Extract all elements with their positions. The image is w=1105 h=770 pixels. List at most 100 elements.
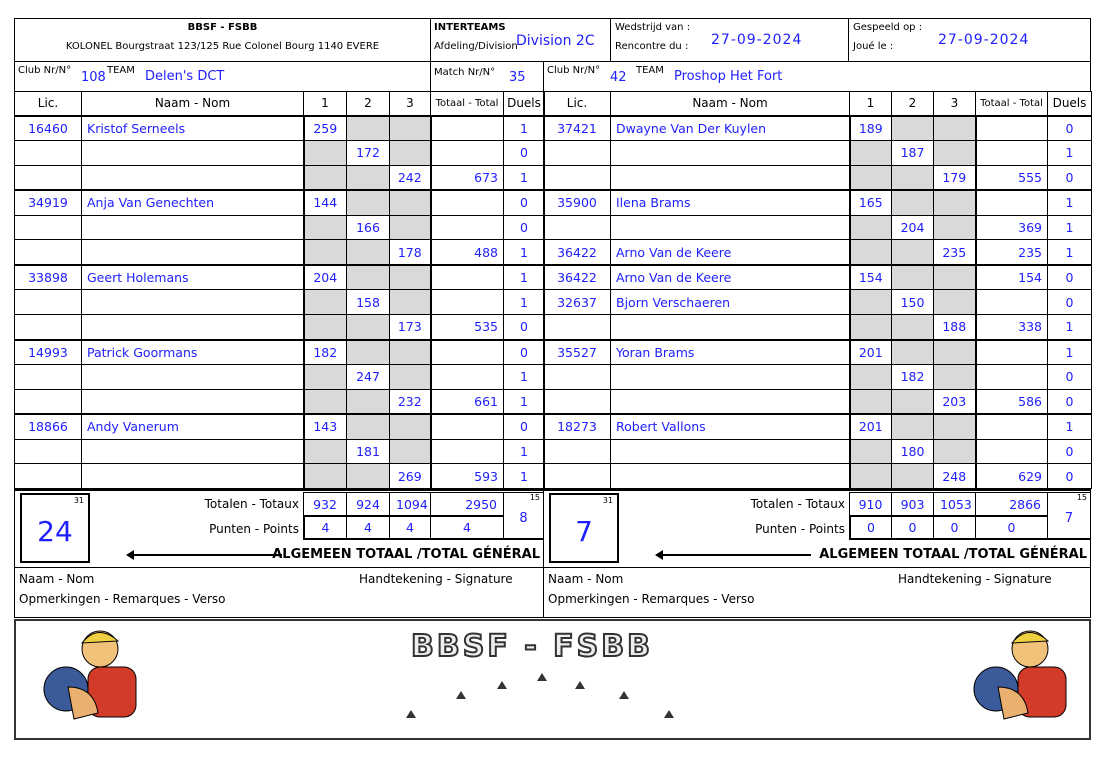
total-cell: 661: [430, 388, 504, 415]
banner-logo-text: BBSF - FSBB: [410, 628, 654, 665]
name-label: Naam - Nom: [19, 572, 95, 586]
game-1-cell: [302, 214, 347, 241]
player-name-cell: Dwayne Van Der Kuylen: [610, 114, 850, 141]
club-label: Club Nr/N°: [18, 65, 72, 76]
game-2-cell: [346, 314, 390, 341]
col-g2: 2: [346, 91, 390, 116]
license-cell: [14, 139, 82, 166]
duel-cell: 0: [1047, 463, 1092, 490]
total-cell: [430, 289, 504, 316]
duels-max: 15: [1076, 493, 1087, 502]
license-cell: [543, 463, 611, 490]
game-1-cell: [302, 463, 347, 490]
game-3-cell: 232: [389, 388, 432, 415]
player-name-cell: [610, 214, 850, 241]
game-2-cell: 158: [346, 289, 390, 316]
duel-cell: 1: [1047, 314, 1092, 341]
match-nr-cell: Match Nr/N° 35: [430, 61, 544, 92]
col-lic: Lic.: [14, 91, 82, 116]
pin-icon: [537, 673, 547, 681]
points-cell: 0: [975, 516, 1048, 540]
duels-total: 7: [1064, 511, 1074, 526]
duel-cell: 1: [503, 239, 545, 266]
col-total: Totaal - Total: [975, 91, 1048, 116]
game-1-cell: [302, 388, 347, 415]
player-name-cell: [81, 139, 304, 166]
arrow-left-icon: [655, 550, 811, 560]
col-g1: 1: [303, 91, 347, 116]
total-cell: [975, 338, 1048, 365]
game-1-cell: [302, 164, 347, 191]
match-date: 27-09-2024: [711, 32, 803, 48]
license-cell: [14, 463, 82, 490]
totals-label: Totalen - Totaux: [204, 497, 299, 511]
total-cell: [430, 189, 504, 216]
total-cell: 235: [975, 239, 1048, 266]
total-cell: [975, 413, 1048, 440]
player-name-cell: Bjorn Verschaeren: [610, 289, 850, 316]
org-address: KOLONEL Bourgstraat 123/125 Rue Colonel …: [65, 41, 380, 52]
game-1-cell: 154: [848, 263, 892, 291]
license-cell: 32637: [543, 289, 611, 316]
player-name-cell: [610, 463, 850, 490]
general-total-label: ALGEMEEN TOTAAL /TOTAL GÉNÉRAL: [819, 547, 1087, 562]
game-3-cell: 235: [933, 239, 977, 266]
game-3-cell: 242: [389, 164, 432, 191]
duel-cell: 1: [503, 289, 545, 316]
game-3-cell: [389, 139, 432, 166]
game-3-cell: [389, 438, 432, 465]
duel-cell: 1: [503, 363, 545, 390]
game-3-cell: [933, 438, 977, 465]
signature-label: Handtekening - Signature: [359, 572, 513, 586]
license-cell: 14993: [14, 338, 82, 365]
total-cell: [430, 214, 504, 241]
game-3-cell: [933, 263, 977, 291]
game-2-cell: [891, 164, 934, 191]
total-cell: 488: [430, 239, 504, 266]
game-1-cell: 204: [302, 263, 347, 291]
game-3-cell: [389, 338, 432, 365]
game-1-cell: [848, 438, 892, 465]
total-cell: 535: [430, 314, 504, 341]
total-cell: 593: [430, 463, 504, 490]
team-label: TEAM: [636, 65, 664, 76]
col-g3: 3: [389, 91, 431, 116]
game-3-cell: 188: [933, 314, 977, 341]
pin-icon: [497, 681, 507, 689]
game-3-cell: [389, 214, 432, 241]
club-number: 42: [610, 70, 627, 85]
club-number: 108: [81, 70, 106, 85]
game-1-cell: [302, 139, 347, 166]
total-cell: [975, 438, 1048, 465]
total-cell: [430, 413, 504, 440]
duel-cell: 0: [503, 189, 545, 216]
total-cell: [430, 139, 504, 166]
license-cell: [543, 363, 611, 390]
col-name: Naam - Nom: [610, 91, 850, 116]
game-3-cell: [389, 263, 432, 291]
gespeeld-label: Gespeeld op :: [853, 22, 923, 33]
col-duels: Duels: [503, 91, 545, 116]
total-cell: 903: [891, 492, 934, 517]
org-header: BBSF - FSBB KOLONEL Bourgstraat 123/125 …: [14, 18, 431, 62]
game-3-cell: 203: [933, 388, 977, 415]
game-2-cell: [346, 388, 390, 415]
points-cell: 0: [891, 516, 934, 540]
license-cell: [14, 438, 82, 465]
game-3-cell: [933, 139, 977, 166]
player-name-cell: [610, 139, 850, 166]
points-cell: 4: [303, 516, 347, 540]
game-3-cell: 173: [389, 314, 432, 341]
game-2-cell: 182: [891, 363, 934, 390]
